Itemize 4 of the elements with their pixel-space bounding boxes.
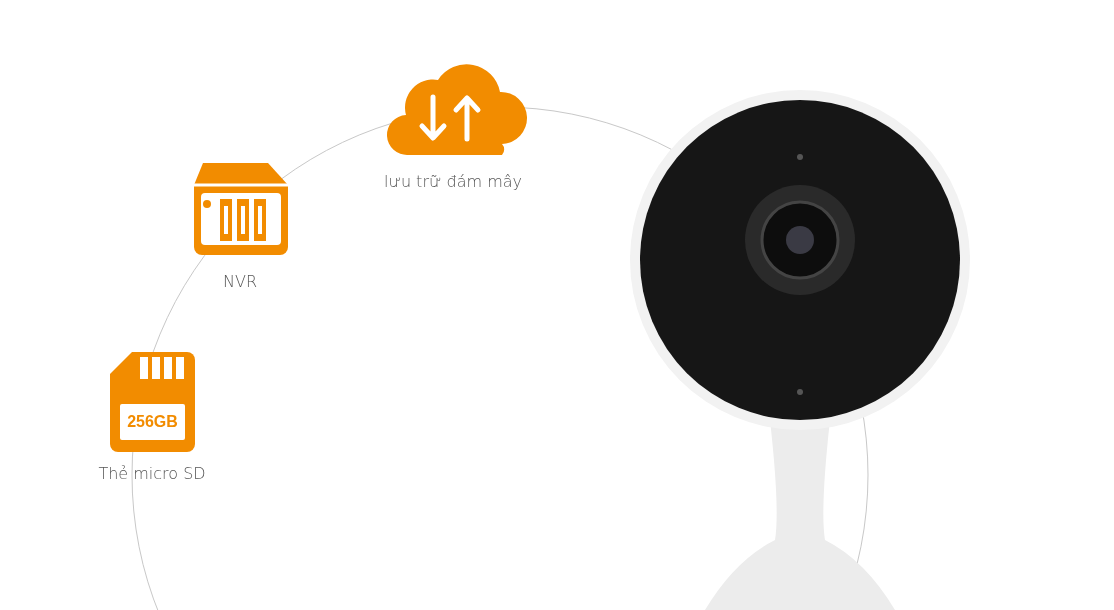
storage-label: Thẻ micro SD	[98, 464, 206, 483]
storage-label: NVR	[223, 272, 257, 291]
capacity-label: 256GB	[126, 412, 179, 432]
storage-label: lưu trữ đám mây	[384, 172, 522, 191]
